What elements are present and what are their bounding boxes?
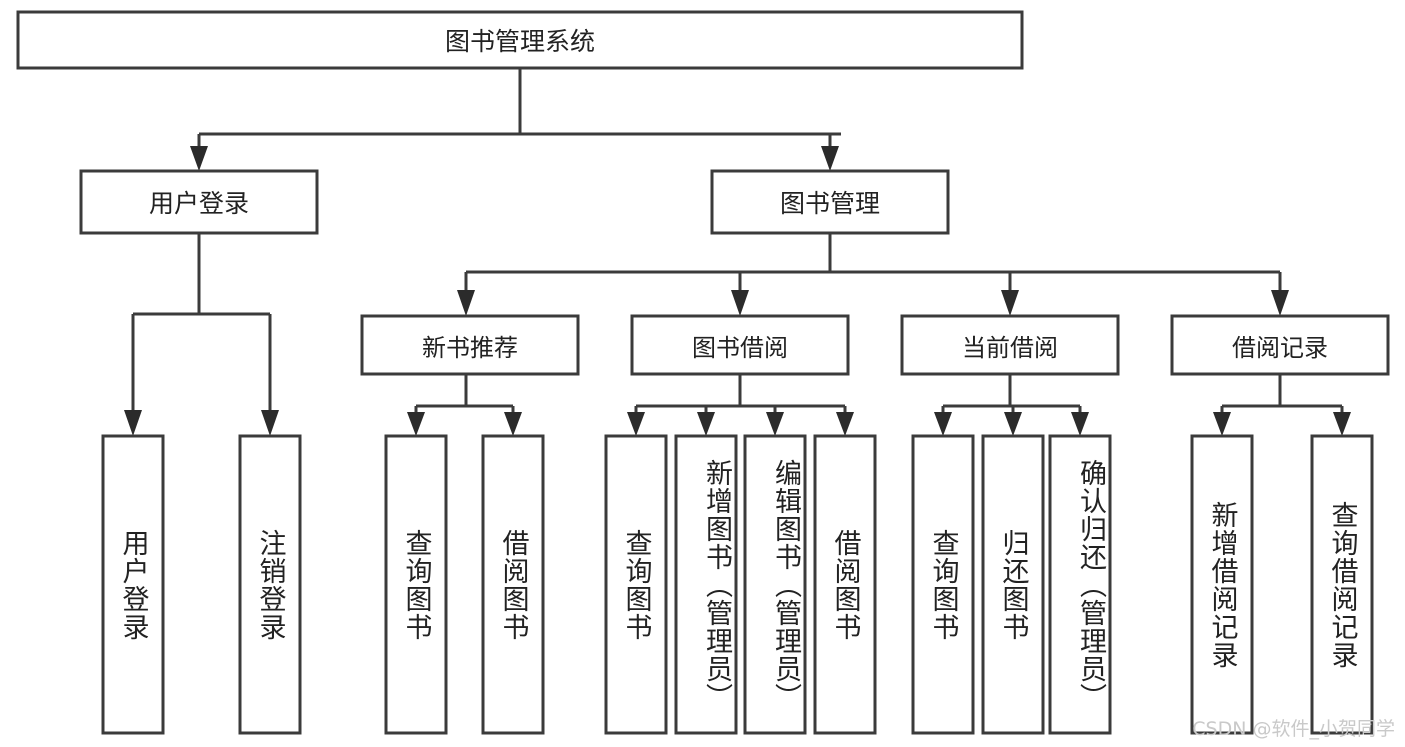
node-leaf-br-add-record[interactable]: [1190, 434, 1254, 735]
node-borrow-record[interactable]: [1170, 314, 1390, 376]
node-leaf-bb-query-book[interactable]: [604, 434, 668, 735]
arrowhead-borrow-record: [1271, 290, 1289, 316]
node-book-borrow[interactable]: [630, 314, 850, 376]
arrowhead-new-book-rec: [457, 290, 475, 316]
node-root[interactable]: [16, 10, 1024, 70]
arrowhead-nbr-borrow-book: [504, 412, 522, 436]
edge-group-book-mgmt: [457, 233, 1289, 316]
node-user-login[interactable]: [79, 169, 319, 235]
arrowhead-current-borrow: [1001, 290, 1019, 316]
arrowhead-book-mgmt: [821, 146, 839, 171]
node-leaf-cb-query-book[interactable]: [911, 434, 975, 735]
edge-group-user-login: [124, 233, 279, 436]
arrowhead-user-login: [190, 146, 208, 171]
arrowhead-bb-edit-book: [766, 412, 784, 436]
node-new-book-recommend[interactable]: [360, 314, 580, 376]
node-leaf-cb-return-book[interactable]: [981, 434, 1045, 735]
arrowhead-br-query-record: [1333, 412, 1351, 436]
edge-group-root: [190, 68, 841, 171]
arrowhead-cb-return-book: [1004, 412, 1022, 436]
arrowhead-cb-query-book: [934, 412, 952, 436]
arrowhead-leaf-logout: [261, 410, 279, 436]
node-leaf-nbr-borrow-book[interactable]: [481, 434, 545, 735]
arrowhead-book-borrow: [731, 290, 749, 316]
node-leaf-bb-add-book[interactable]: [674, 434, 738, 735]
node-book-management[interactable]: [710, 169, 950, 235]
edge-group-new-book-rec: [407, 374, 522, 436]
arrowhead-bb-query-book: [627, 412, 645, 436]
arrowhead-cb-confirm-return: [1071, 412, 1089, 436]
node-leaf-user-login[interactable]: [101, 434, 165, 735]
edge-group-current-borrow: [934, 374, 1089, 436]
arrowhead-bb-borrow-book: [836, 412, 854, 436]
arrowhead-leaf-user-login: [124, 410, 142, 436]
node-leaf-bb-borrow-book[interactable]: [813, 434, 877, 735]
node-current-borrow[interactable]: [900, 314, 1120, 376]
edge-group-book-borrow: [627, 374, 854, 436]
node-leaf-logout[interactable]: [238, 434, 302, 735]
node-leaf-nbr-query-book[interactable]: [384, 434, 448, 735]
node-leaf-cb-confirm-return[interactable]: [1048, 434, 1112, 735]
arrowhead-nbr-query-book: [407, 412, 425, 436]
node-leaf-bb-edit-book[interactable]: [743, 434, 807, 735]
edge-group-borrow-record: [1213, 374, 1351, 436]
node-leaf-br-query-record[interactable]: [1310, 434, 1374, 735]
arrowhead-bb-add-book: [697, 412, 715, 436]
arrowhead-br-add-record: [1213, 412, 1231, 436]
